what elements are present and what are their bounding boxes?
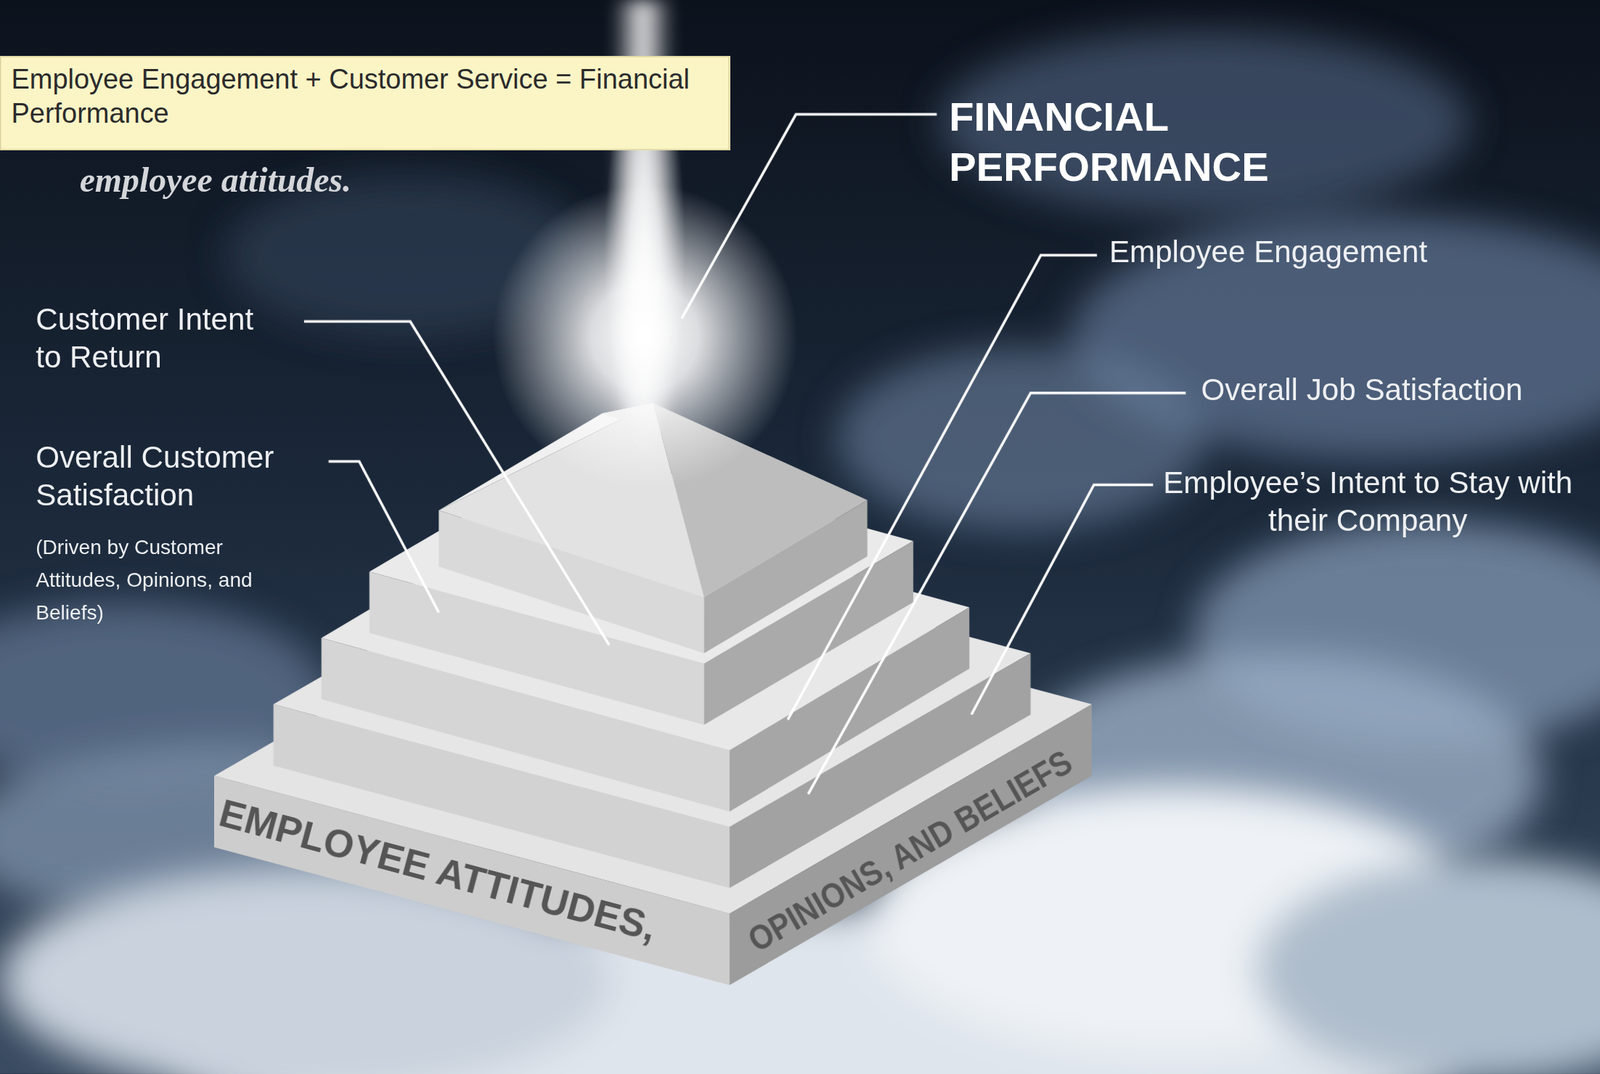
callout-label: Employee’s Intent to Stay with their Com… (1161, 464, 1575, 540)
callout-title: FINANCIAL PERFORMANCE (948, 92, 1337, 192)
note-box: Employee Engagement + Customer Service =… (0, 55, 730, 150)
callout-label: Overall Customer Satisfaction (35, 438, 322, 514)
callout-label: Employee Engagement (1109, 233, 1538, 271)
callout-note: (Driven by Customer Attitudes, Opinions,… (35, 530, 271, 629)
callout-label: Overall Job Satisfaction (1200, 371, 1589, 409)
callout-label: Customer Intent to Return (35, 301, 281, 377)
tagline: employee attitudes. (79, 158, 509, 202)
note-text: Employee Engagement + Customer Service =… (10, 63, 718, 131)
